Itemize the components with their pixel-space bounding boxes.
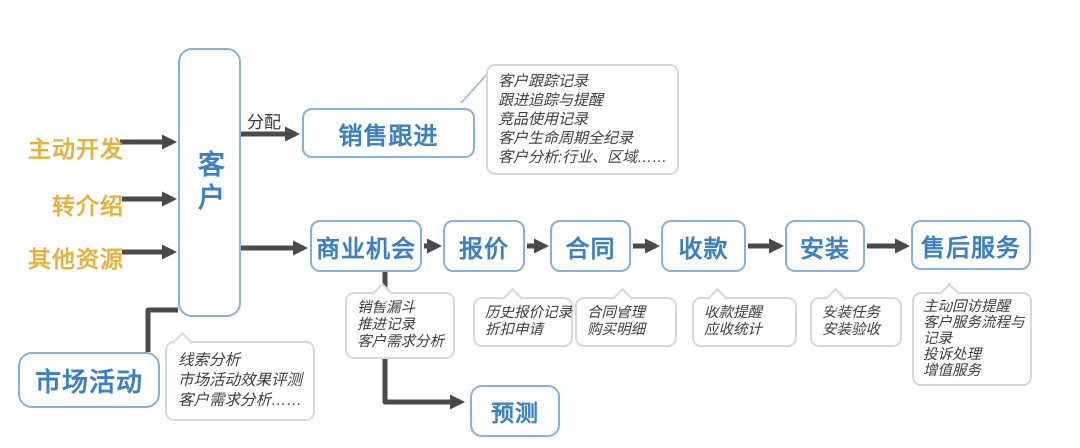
node-payment: 收款 (661, 220, 746, 272)
note-install: 安装任务 安装验收 (810, 287, 902, 347)
note-line: 安装任务 (822, 305, 880, 321)
source-label-other-resources: 其他资源 (28, 246, 124, 272)
note-line: 竞品使用记录 (498, 111, 589, 128)
assign-arrow-label: 分配 (247, 113, 281, 132)
note-sales-follow-up: 客户跟踪记录 跟进追踪与提醒 竞品使用记录 客户生命周期全纪录 客户分析:行业、… (486, 64, 680, 175)
node-forecast: 预测 (470, 385, 560, 437)
note-line: 客户需求分析…… (178, 392, 303, 409)
note-line: 安装验收 (822, 322, 880, 338)
node-after-sales: 售后服务 (911, 220, 1031, 270)
note-marketing: 线索分析 市场活动效果评测 客户需求分析…… (165, 331, 316, 421)
leader-sales-follow-note (460, 71, 490, 104)
node-quote: 报价 (443, 220, 525, 272)
note-line: 客户生命周期全纪录 (498, 130, 634, 147)
note-line: 市场活动效果评测 (178, 372, 303, 389)
note-line: 合同管理 (587, 305, 645, 321)
note-line: 投诉处理 (923, 347, 981, 363)
note-line: 应收统计 (704, 322, 762, 338)
note-line: 销售漏斗 (357, 300, 415, 316)
source-label-active-development: 主动开发 (28, 136, 124, 162)
node-customer-label: 客户 (194, 149, 224, 216)
node-sales-follow-up: 销售跟进 (302, 108, 475, 158)
note-line: 历史报价记录 (485, 305, 572, 321)
node-marketing-activity: 市场活动 (18, 352, 160, 408)
note-line: 增值服务 (923, 363, 981, 379)
note-payment: 收款提醒 应收统计 (692, 287, 797, 347)
note-contract: 合同管理 购买明细 (575, 287, 677, 347)
note-line: 主动回访提醒 (923, 299, 1010, 315)
source-label-referral: 转介绍 (52, 193, 124, 219)
note-line: 客户跟踪记录 (498, 73, 589, 90)
note-line: 线索分析 (178, 352, 241, 369)
note-line: 购买明细 (587, 322, 645, 338)
connector-marketing-to-customer (145, 307, 178, 352)
note-opportunity: 销售漏斗 推进记录 客户需求分析 (345, 282, 455, 359)
note-line: 记录 (923, 331, 952, 347)
note-line: 客户分析:行业、区域…… (498, 149, 668, 166)
note-line: 客户服务流程与 (923, 315, 1025, 331)
node-contract: 合同 (550, 220, 631, 272)
note-line: 客户需求分析 (357, 334, 444, 350)
node-opportunity: 商业机会 (310, 220, 422, 272)
node-install: 安装 (785, 220, 865, 272)
note-quote: 历史报价记录 折扣申请 (473, 287, 573, 347)
note-line: 收款提醒 (704, 305, 762, 321)
note-line: 折扣申请 (485, 322, 543, 338)
note-line: 推进记录 (357, 317, 415, 333)
node-customer: 客户 (178, 48, 241, 317)
note-line: 跟进追踪与提醒 (498, 92, 604, 109)
note-after-sales: 主动回访提醒 客户服务流程与 记录 投诉处理 增值服务 (912, 282, 1032, 386)
